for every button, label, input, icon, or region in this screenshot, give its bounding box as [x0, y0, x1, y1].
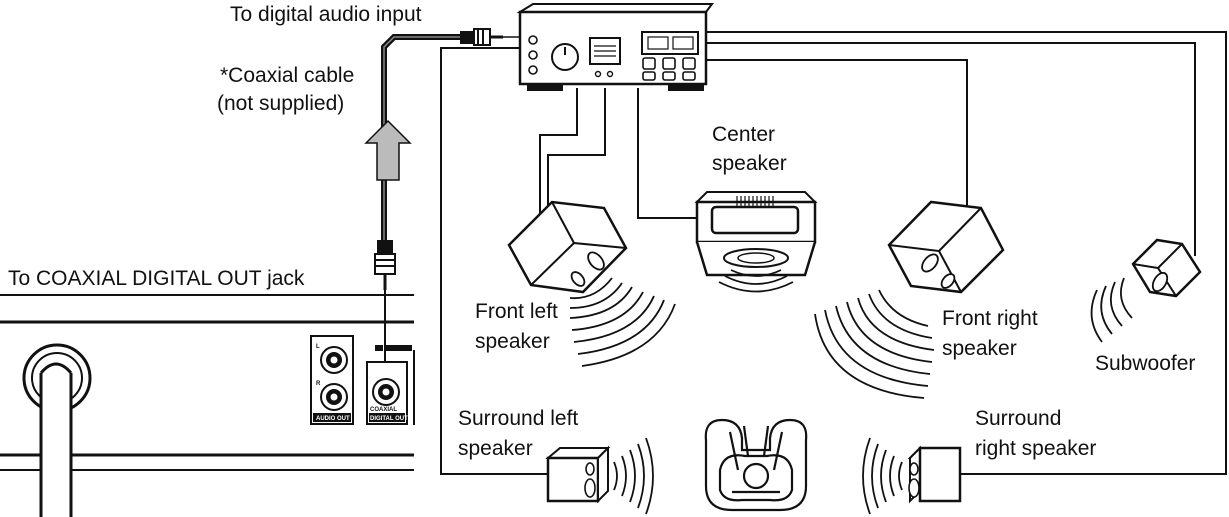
- coaxial-label: COAXIAL: [370, 407, 397, 413]
- center-speaker-icon: [694, 191, 818, 293]
- coaxial-cable-label: *Coaxial cable: [220, 64, 354, 87]
- wire-front-left-2: [547, 88, 606, 218]
- coaxial-cable: [364, 28, 520, 380]
- front-right-speaker-icon: [814, 200, 1005, 399]
- center-speaker-label-line2: speaker: [712, 152, 787, 175]
- front-left-speaker-label-line1: Front left: [475, 300, 558, 323]
- coax-plug-bottom-icon: [377, 240, 393, 254]
- wire-center: [637, 88, 718, 219]
- direction-up-arrow-icon: [364, 119, 412, 181]
- wire-surround-left: [440, 47, 548, 475]
- audio-out-label: AUDIO OUT: [316, 416, 350, 422]
- av-amplifier: [516, 3, 714, 91]
- front-left-speaker-icon: [507, 200, 676, 367]
- labels: To digital audio input *Coaxial cable (n…: [8, 3, 1195, 460]
- to-digital-audio-input-label: To digital audio input: [230, 3, 422, 26]
- player-rear-panel: L R AUDIO OUT COAXIAL DIGITAL OUT: [0, 294, 415, 517]
- surround-right-speaker-label-line1: Surround: [975, 407, 1061, 430]
- speaker-wiring: [440, 31, 1227, 475]
- wire-front-right: [705, 59, 968, 225]
- center-speaker-label-line1: Center: [712, 123, 775, 146]
- audio-out-l-label: L: [316, 344, 320, 350]
- wire-surround-right: [705, 31, 1227, 475]
- wire-subwoofer: [705, 42, 1196, 256]
- coax-plug-top-icon: [460, 31, 474, 44]
- surround-right-speaker-label-line2: right speaker: [975, 437, 1096, 460]
- digital-out-label: DIGITAL OUT: [370, 416, 408, 422]
- subwoofer-label: Subwoofer: [1095, 352, 1195, 375]
- wire-front-left: [539, 88, 578, 225]
- surround-right-speaker-icon: [862, 437, 962, 515]
- front-left-speaker-label-line2: speaker: [475, 330, 550, 353]
- front-right-speaker-label-line1: Front right: [942, 307, 1038, 330]
- to-coaxial-digital-out-label: To COAXIAL DIGITAL OUT jack: [8, 267, 305, 290]
- subwoofer-icon: [1090, 238, 1202, 343]
- front-right-speaker-label-line2: speaker: [942, 337, 1017, 360]
- surround-left-speaker-label-line1: Surround left: [458, 407, 578, 430]
- listener-chair-icon: [704, 418, 808, 512]
- audio-out-r-label: R: [316, 381, 321, 387]
- surround-left-speaker-icon: [545, 437, 654, 515]
- coaxial-cable-note-label: (not supplied): [217, 92, 344, 115]
- volume-knob-icon: [551, 43, 579, 71]
- surround-left-speaker-label-line2: speaker: [458, 437, 533, 460]
